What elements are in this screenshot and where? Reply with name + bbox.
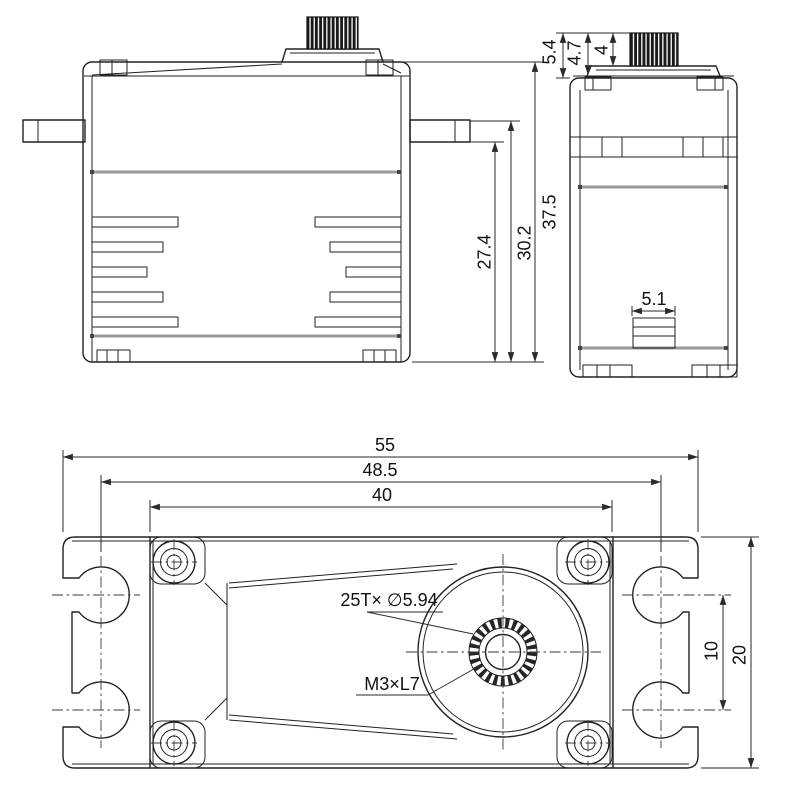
- side-cooling-fins-right: [314, 216, 402, 328]
- end-case-outline: [569, 77, 738, 378]
- dim-end-shaft-height: 4: [591, 45, 611, 55]
- dim-top-mount-span: 48.5: [362, 460, 397, 480]
- dim-top-hole-pitch: 10: [701, 641, 721, 661]
- screw-spec-label: M3×L7: [364, 674, 420, 694]
- side-mount-tab-right: [409, 119, 471, 143]
- side-cooling-fins-left: [91, 216, 179, 328]
- dim-end-shaft-total: 5.4: [539, 39, 559, 64]
- dim-end-shaft-mid: 4.7: [564, 40, 584, 65]
- top-output-spline: [406, 554, 601, 751]
- dim-top-case-length: 40: [372, 485, 392, 505]
- side-top-tab-right: [365, 59, 394, 76]
- dim-end-connector-width: 5.1: [641, 289, 666, 309]
- dim-side-total-height: 37.5: [539, 194, 559, 229]
- spline-spec-label: 25T× ∅5.94: [340, 590, 437, 610]
- top-gear-platform: [204, 563, 458, 740]
- side-view: [22, 16, 471, 363]
- dim-top-total-length: 55: [375, 435, 395, 455]
- end-mount-flange: [570, 136, 737, 158]
- end-bottom-tab-left: [582, 364, 633, 378]
- side-case-outline: [82, 61, 411, 363]
- end-view-dimensions: 5.4 4.7 4 5.1: [539, 32, 676, 316]
- top-view-annotations: 25T× ∅5.94 M3×L7: [340, 590, 480, 696]
- side-bottom-tab-right: [362, 349, 397, 363]
- spline-screw-bore: [484, 633, 522, 671]
- top-view: 25T× ∅5.94 M3×L7: [52, 536, 731, 769]
- end-spline-shaft: [629, 32, 679, 67]
- end-wire-connector: [632, 317, 676, 349]
- side-view-dimensions: 27.4 30.2 37.5: [400, 61, 559, 363]
- end-view: [569, 32, 738, 378]
- top-body-outline: [62, 536, 699, 769]
- end-shaft-boss: [586, 65, 721, 77]
- top-screw-lugs: [149, 536, 613, 769]
- end-top-tab-right: [696, 76, 724, 91]
- dim-top-body-width: 20: [729, 645, 749, 665]
- top-view-dimensions: 55 48.5 40 10 20: [62, 435, 759, 769]
- end-top-tab-left: [584, 76, 612, 91]
- side-spline-shaft: [306, 16, 359, 50]
- side-bottom-tab-left: [96, 349, 131, 363]
- end-bottom-tab-right: [691, 364, 738, 378]
- side-mount-tab-left: [22, 119, 86, 143]
- dim-side-inner-height: 27.4: [474, 234, 494, 269]
- dim-side-tab-height: 30.2: [514, 225, 534, 260]
- side-top-tab-left: [99, 59, 128, 76]
